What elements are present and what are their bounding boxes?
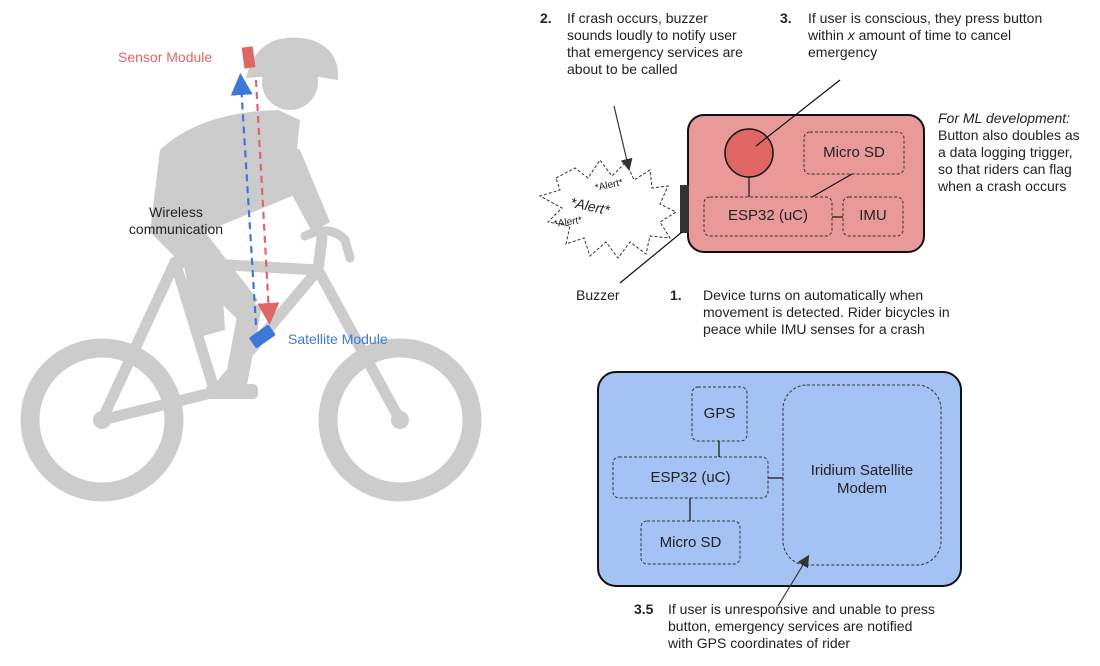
- sensor-device: [687, 114, 925, 253]
- buzzer-label: Buzzer: [576, 287, 620, 303]
- alert-burst: [538, 159, 678, 259]
- step3-text: If user is conscious, they press button …: [808, 10, 1043, 60]
- satellite-module-label: Satellite Module: [288, 331, 388, 347]
- uplink-arrow: [230, 73, 258, 326]
- step35-number: 3.5: [634, 601, 654, 617]
- sensor-microsd-box: [803, 131, 905, 175]
- sensor-imu-label: IMU: [859, 207, 887, 224]
- front-wheel: [318, 338, 482, 502]
- step1-text: Device turns on automatically when movem…: [703, 287, 950, 337]
- buzzer-bar: [680, 185, 689, 233]
- satellite-modem-box: [782, 384, 942, 566]
- satellite-microsd-label: Micro SD: [659, 534, 722, 551]
- ml-note: For ML development: Button also doubles …: [938, 110, 1088, 195]
- satellite-esp32-label: ESP32 (uC): [650, 469, 731, 486]
- satellite-gps-box: [691, 386, 748, 442]
- buzzer-pointer: [619, 231, 683, 284]
- satellite-microsd-box: [640, 520, 741, 565]
- rear-wheel: [20, 338, 184, 502]
- sensor-esp32-box: [703, 196, 833, 237]
- ml-note-heading: For ML development:: [938, 110, 1071, 126]
- sensor-module-marker: [241, 46, 256, 69]
- satellite-modem-label: Iridium Satellite Modem: [810, 462, 914, 497]
- cyclist-silhouette: [20, 37, 482, 502]
- ml-note-body: Button also doubles as a data logging tr…: [938, 127, 1080, 194]
- step35-pointer: [777, 554, 810, 607]
- satellite-device: [597, 371, 962, 587]
- step2-pointer: [613, 105, 633, 171]
- step2-number: 2.: [540, 10, 552, 26]
- sensor-imu-box: [842, 196, 904, 237]
- step2-text: If crash occurs, buzzer sounds loudly to…: [567, 10, 743, 77]
- sensor-esp32-label: ESP32 (uC): [727, 207, 809, 224]
- cancel-button-graphic: [724, 128, 774, 178]
- sensor-microsd-label: Micro SD: [823, 144, 885, 161]
- step35-text: If user is unresponsive and unable to pr…: [668, 601, 935, 651]
- step3-number: 3.: [780, 10, 792, 26]
- step3-pointer: [755, 79, 841, 147]
- wireless-communication-label: Wireless communication: [128, 204, 224, 237]
- downlink-arrow: [254, 79, 280, 325]
- satellite-gps-label: GPS: [703, 405, 736, 422]
- sensor-module-label: Sensor Module: [118, 49, 213, 65]
- step1-number: 1.: [670, 287, 682, 303]
- satellite-module-marker: [249, 324, 276, 348]
